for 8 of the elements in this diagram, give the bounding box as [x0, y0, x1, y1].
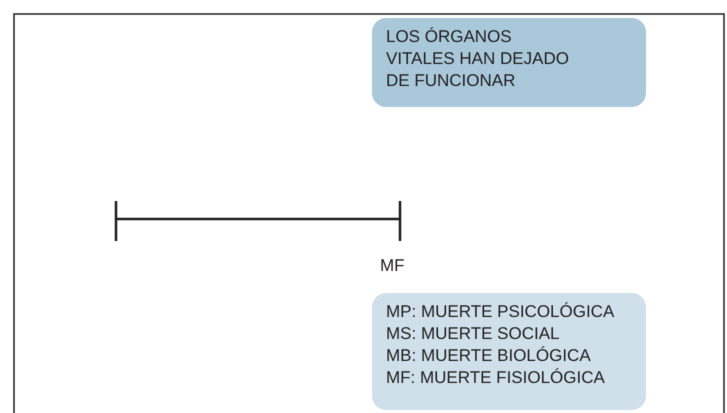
- key-entry: MB: MUERTE BIOLÓGICA: [386, 345, 591, 367]
- key-entry: MF: MUERTE FISIOLÓGICA: [386, 367, 605, 389]
- note-text: LOS ÓRGANOS VITALES HAN DEJADO DE FUNCIONAR: [386, 26, 570, 92]
- key-entry: MS: MUERTE SOCIAL: [386, 323, 560, 345]
- key-box: [372, 293, 646, 410]
- note-box: [372, 18, 646, 107]
- timeline-label: MF: [380, 256, 405, 276]
- key-entry: MP: MUERTE PSICOLÓGICA: [386, 301, 614, 323]
